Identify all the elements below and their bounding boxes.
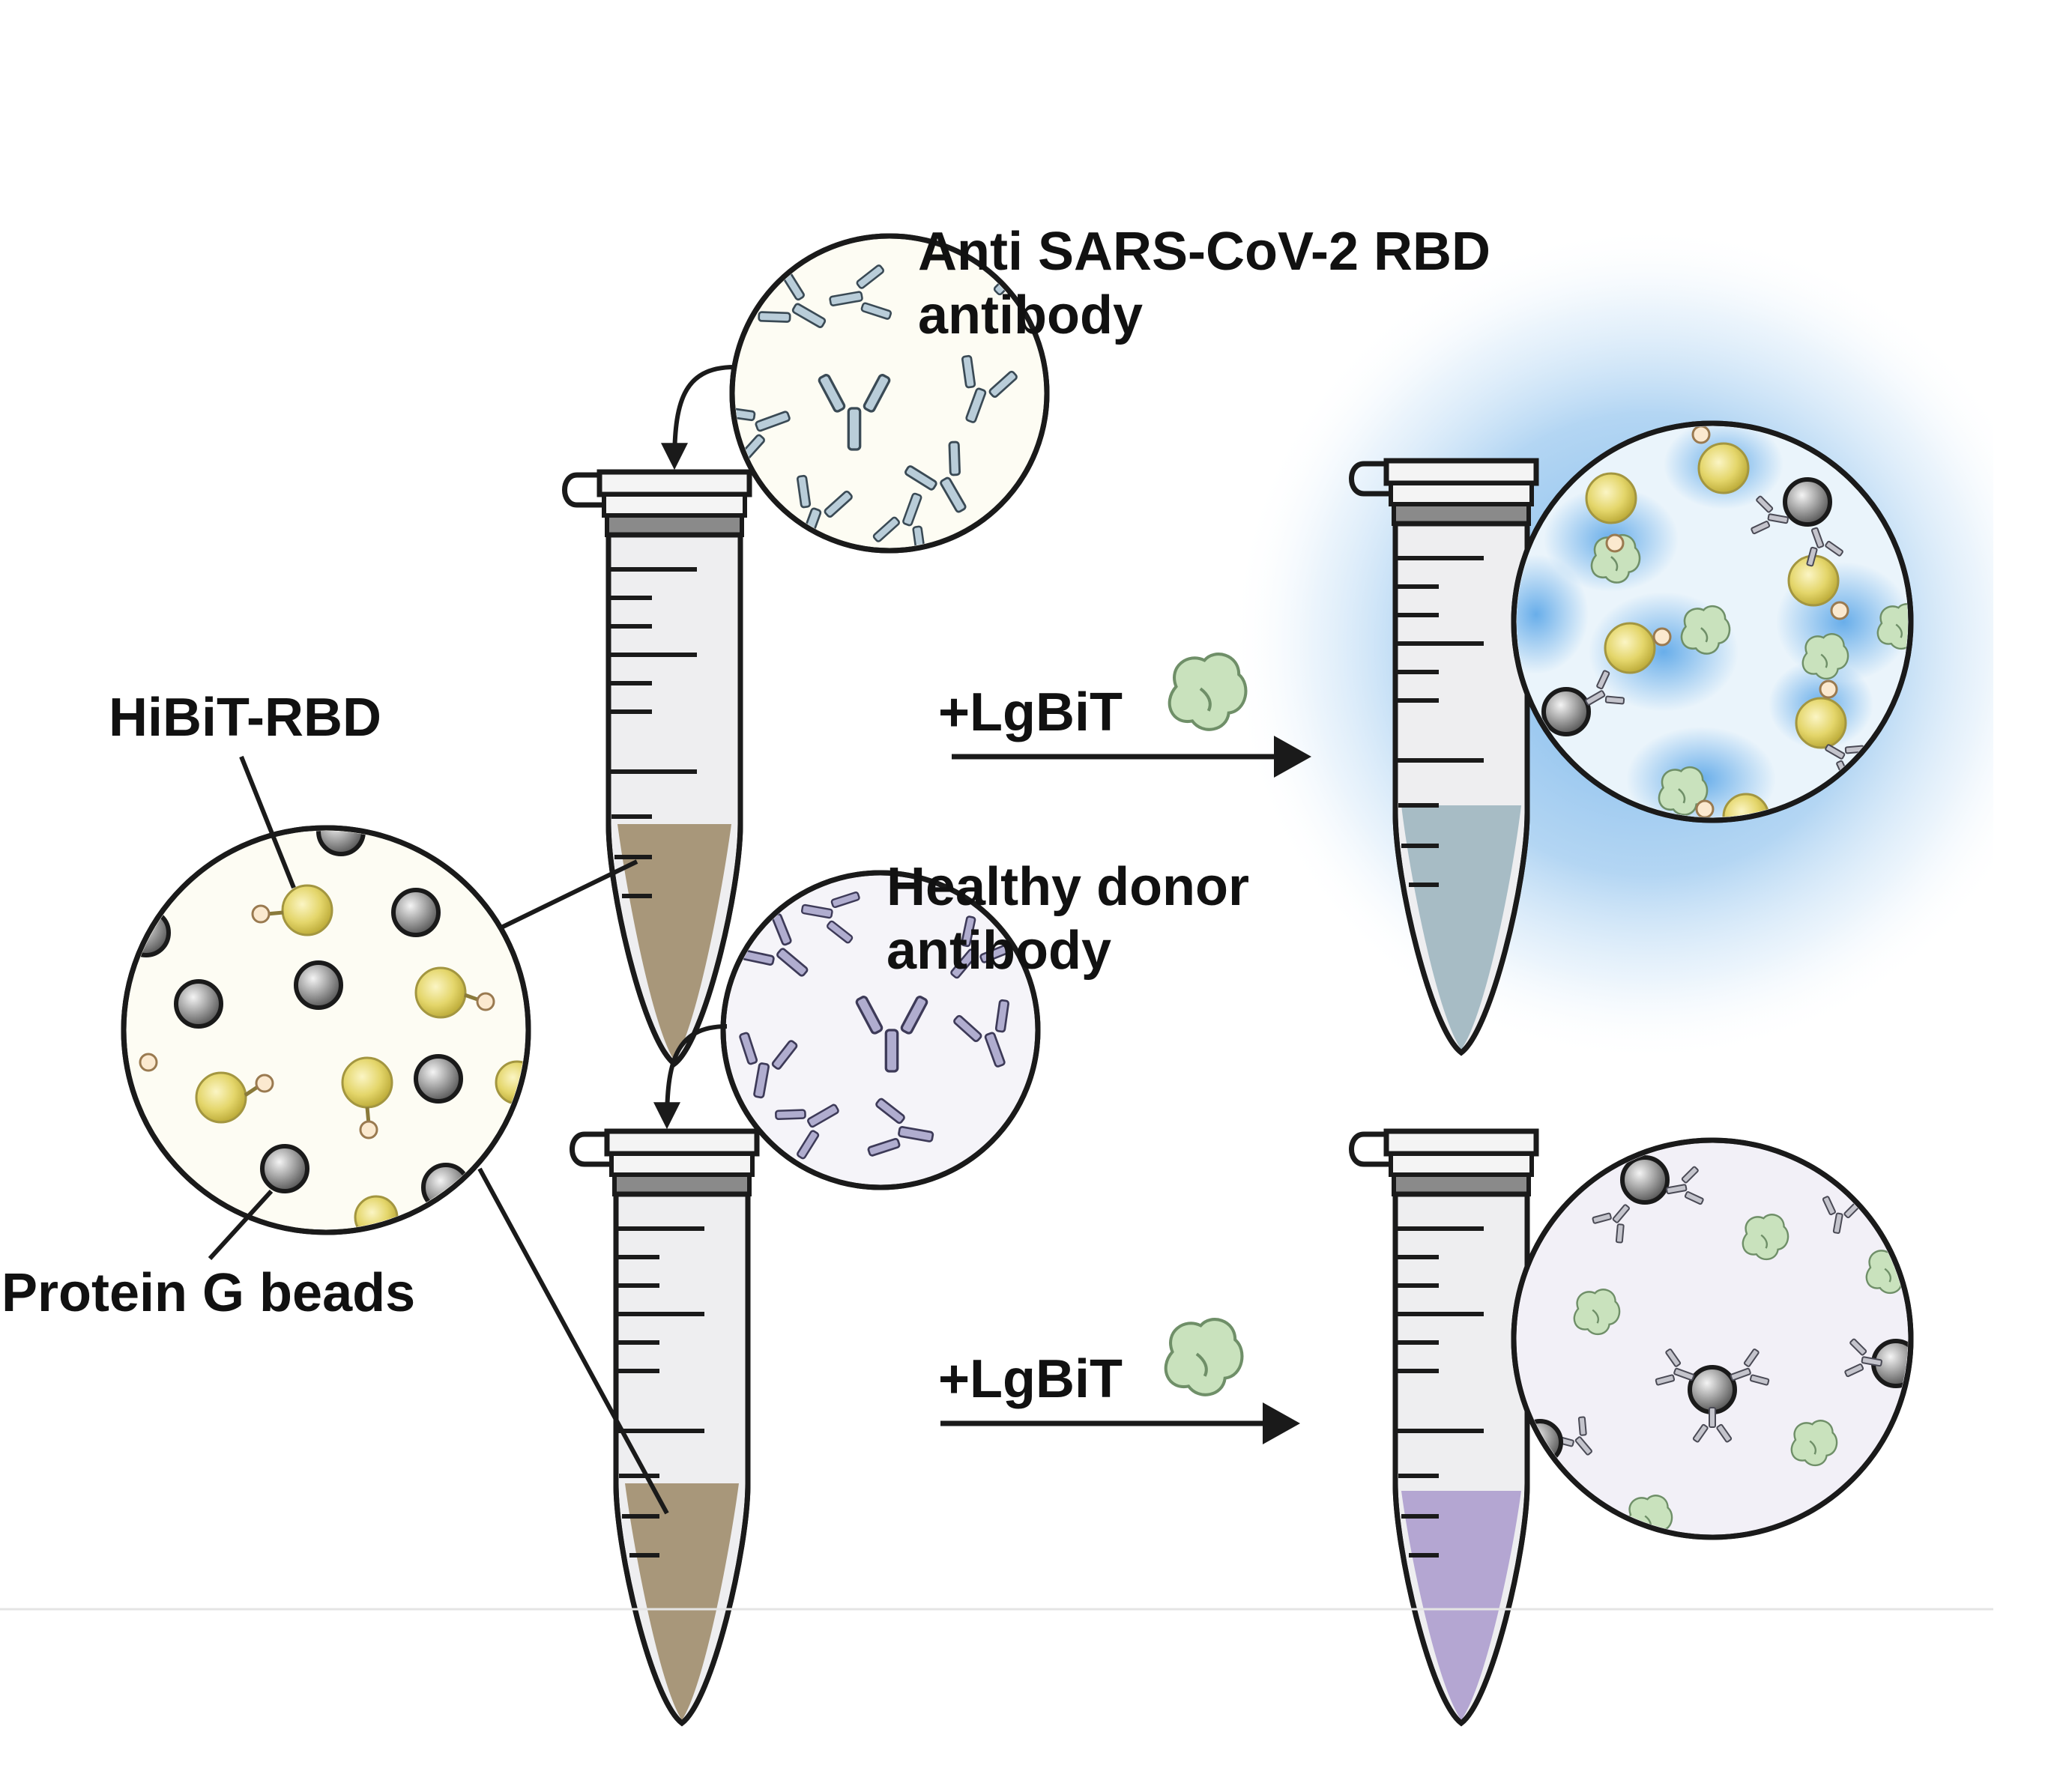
label-healthy-line1: Healthy donor [887,857,1250,917]
protein-g-pointer [208,1189,274,1261]
label-hibit-rbd: HiBiT-RBD [109,688,381,748]
arrow-top-head [1274,736,1311,778]
hibit-rbd-icon [251,884,333,936]
lgbit-icon [1170,654,1246,730]
arrow-antibody-to-tube-top [661,365,735,470]
magnifier-beads-hibit [121,825,669,1515]
tube-healthy-donor [573,1131,758,1727]
magnifier-anti-rbd-antibody [729,233,1050,554]
arrow-antibody-to-tube-bottom [653,1024,728,1130]
tube-positive-result [1352,461,1537,1056]
label-lgbit-bottom: +LgBiT [938,1349,1123,1409]
arrow-bottom-head [1263,1402,1300,1444]
label-protein-g-beads: Protein G beads [1,1263,416,1323]
magnifier-healthy-antibody [720,870,1041,1190]
label-anti-rbd-line2: antibody [918,285,1143,345]
tube-anti-rbd [565,472,750,1068]
label-lgbit-top: +LgBiT [938,682,1123,742]
magnifier-positive-result [1511,420,1914,823]
lgbit-icon [1166,1319,1242,1395]
tube-negative-result [1352,1131,1537,1727]
magnifier-negative-result [1511,1137,1914,1540]
hibit-pointer [239,755,296,889]
label-anti-rbd-line1: Anti SARS-CoV-2 RBD [918,222,1491,282]
label-healthy-line2: antibody [887,921,1111,981]
